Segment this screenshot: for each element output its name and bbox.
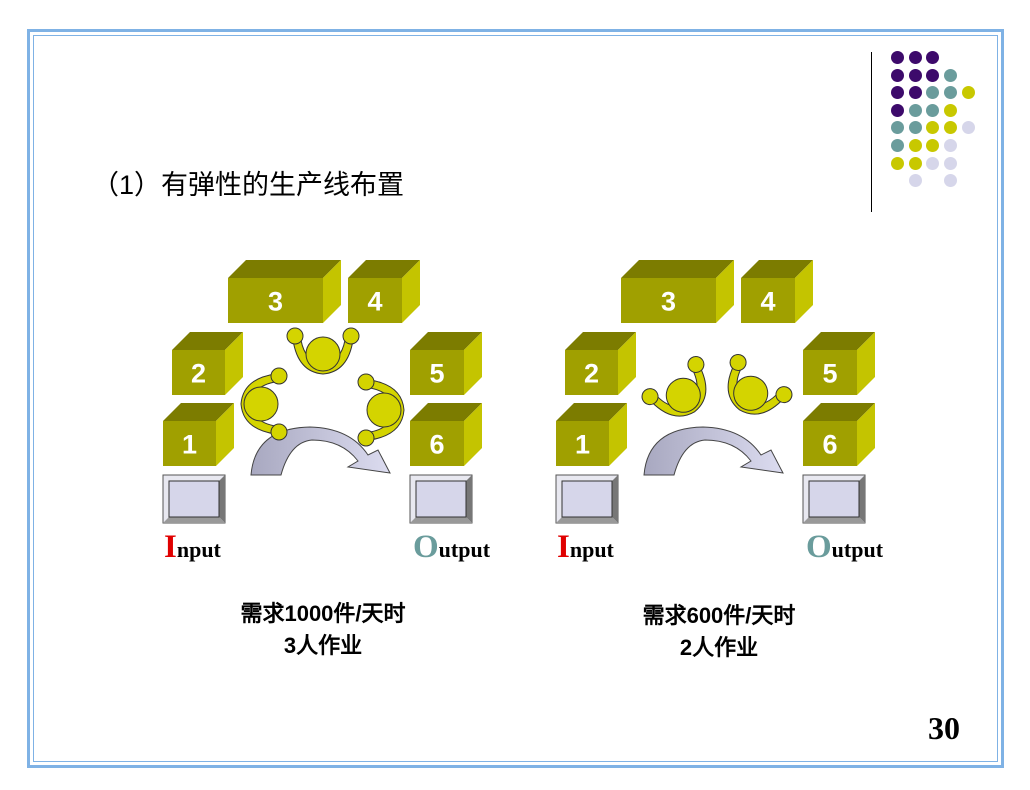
box-station-1: 1: [163, 403, 234, 466]
grid-dot: [926, 156, 940, 170]
box-station-6: 6: [410, 403, 482, 466]
grid-dot: [926, 68, 940, 82]
box-number: 6: [429, 430, 444, 460]
worker-icon: [240, 367, 288, 441]
grid-dot: [944, 68, 958, 82]
page-number: 30: [928, 710, 960, 746]
grid-dot: [926, 103, 940, 117]
caption-1000: 需求1000件/天时 3人作业: [193, 598, 453, 662]
grid-dot: [908, 156, 922, 170]
grid-dot: [891, 139, 904, 152]
box-station-5: 5: [803, 332, 875, 395]
box-number: 5: [429, 359, 444, 389]
box-station-4: 4: [348, 260, 420, 323]
box-station-3: 3: [228, 260, 341, 323]
input-label: Input: [557, 529, 615, 565]
flow-arrow: [643, 426, 784, 476]
worker-icon: [727, 353, 793, 415]
grid-dot: [926, 86, 940, 100]
box-number: 6: [822, 430, 837, 460]
box-number: 2: [584, 359, 599, 389]
slide-frame: [27, 29, 1004, 768]
grid-dot: [926, 139, 940, 152]
box-number: 4: [760, 287, 775, 317]
box-number: 3: [661, 287, 676, 317]
grid-dot: [944, 174, 958, 188]
box-station-2: 2: [565, 332, 636, 395]
grid-dot: [891, 121, 904, 135]
box-number: 3: [268, 287, 283, 317]
box-number: 5: [822, 359, 837, 389]
box-number: 4: [367, 287, 382, 317]
worker-icon: [357, 373, 405, 447]
workers-text: 2人作业: [679, 635, 759, 660]
workers-text: 3人作业: [283, 633, 363, 658]
grid-dot: [961, 86, 975, 100]
grid-dot: [908, 86, 922, 100]
output-tray: [802, 474, 866, 524]
output-label: Output: [413, 529, 491, 565]
box-number: 1: [575, 430, 590, 460]
demand-text: 需求1000件/天时: [240, 601, 406, 626]
input-tray: [162, 474, 226, 524]
grid-dot: [944, 86, 958, 100]
grid-dot: [891, 156, 904, 170]
output-label: Output: [806, 529, 884, 565]
box-station-2: 2: [172, 332, 243, 395]
grid-dot: [926, 51, 940, 64]
grid-dot: [944, 103, 958, 117]
grid-dot: [908, 68, 922, 82]
input-tray: [555, 474, 619, 524]
grid-dot: [891, 51, 904, 64]
box-station-5: 5: [410, 332, 482, 395]
box-number: 1: [182, 430, 197, 460]
grid-dot: [908, 51, 922, 64]
demand-text: 需求600件/天时: [642, 603, 796, 628]
grid-dot: [908, 174, 922, 188]
box-number: 2: [191, 359, 206, 389]
box-station-3: 3: [621, 260, 734, 323]
worker-icon: [641, 355, 707, 417]
grid-dot: [944, 139, 958, 152]
box-station-1: 1: [556, 403, 627, 466]
grid-dot: [891, 103, 904, 117]
box-station-4: 4: [741, 260, 813, 323]
input-label: Input: [164, 529, 222, 565]
slide-title: （1）有弹性的生产线布置: [92, 170, 405, 200]
caption-600: 需求600件/天时 2人作业: [589, 600, 849, 664]
output-tray: [409, 474, 473, 524]
grid-dot: [961, 121, 975, 135]
grid-dot: [908, 103, 922, 117]
grid-dot: [908, 139, 922, 152]
worker-icon: [286, 327, 360, 375]
grid-dot: [891, 86, 904, 100]
divider-line: [871, 52, 872, 212]
grid-dot: [891, 68, 904, 82]
box-station-6: 6: [803, 403, 875, 466]
grid-dot: [944, 121, 958, 135]
slide-frame-inner: [33, 35, 998, 762]
grid-dot: [908, 121, 922, 135]
grid-dot: [944, 156, 958, 170]
grid-dot: [926, 121, 940, 135]
